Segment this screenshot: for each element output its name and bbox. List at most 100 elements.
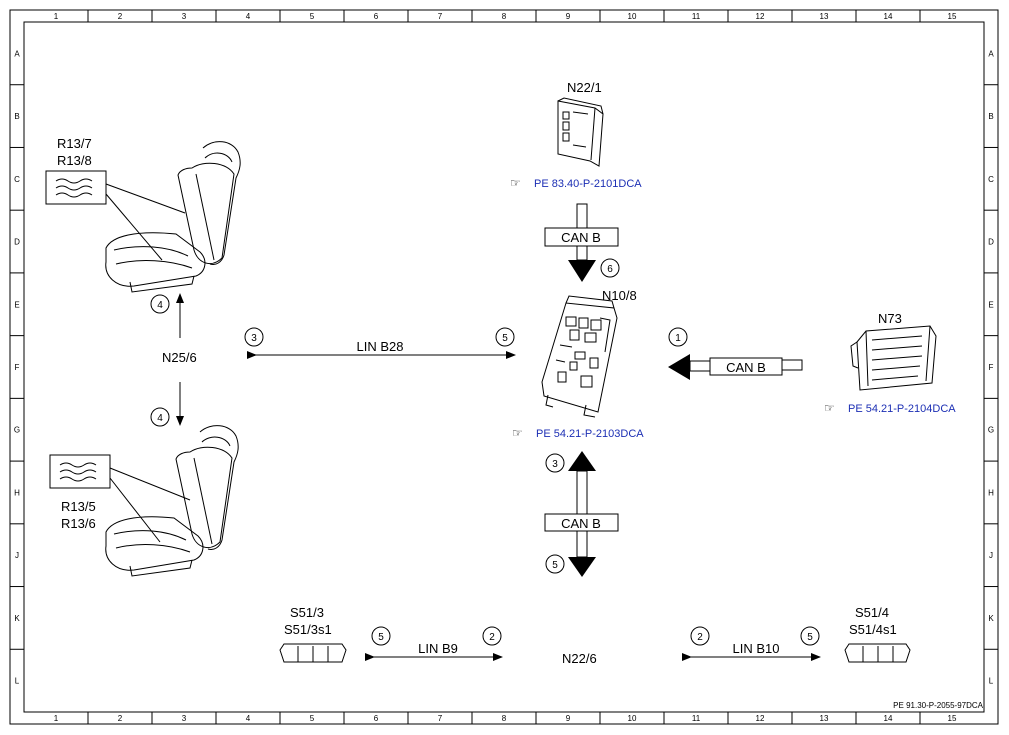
marker-5-b9 (371, 626, 391, 646)
leader-r13-8 (105, 193, 163, 261)
n10-8-module-icon (541, 295, 618, 418)
grid-row-label: H (14, 488, 20, 497)
marker-6-text: 6 (607, 264, 613, 275)
grid-column-labels: 1122334455667788991010111112121313141415… (54, 12, 957, 723)
grid-column-label: 15 (948, 12, 957, 21)
n73-module-icon (850, 325, 937, 391)
grid-column-label: 4 (246, 12, 251, 21)
can-b-top-label: CAN B (561, 230, 601, 245)
lin-b28-label: LIN B28 (357, 339, 404, 354)
grid-column-label: 13 (820, 714, 829, 723)
drawing-inner-frame (23, 21, 985, 713)
grid-column-label: 9 (566, 12, 571, 21)
can-b-bottom-box (544, 513, 619, 532)
n22-1-module-icon (557, 97, 604, 167)
grid-column-label: 10 (628, 714, 637, 723)
leader-r13-6 (109, 477, 161, 543)
grid-column-label: 14 (884, 12, 893, 21)
ref-link-n22-1[interactable]: ☞ PE 83.40-P-2101DCA (510, 176, 642, 190)
lin-b10-label: LIN B10 (733, 641, 780, 656)
ref-link-n10-8[interactable]: ☞ PE 54.21-P-2103DCA (512, 426, 644, 440)
grid-row-label: F (989, 363, 994, 372)
grid-row-label: D (988, 238, 994, 247)
grid-column-label: 3 (182, 714, 187, 723)
n22-1-label: N22/1 (567, 80, 602, 95)
can-b-right-box (709, 357, 783, 376)
r13-6-label: R13/6 (61, 516, 96, 531)
front-seat-upper-icon (105, 141, 241, 293)
grid-column-label: 6 (374, 714, 379, 723)
grid-row-label: K (14, 614, 20, 623)
can-b-right-label: CAN B (726, 360, 766, 375)
marker-4-down-text: 4 (157, 413, 163, 424)
grid-column-label: 6 (374, 12, 379, 21)
grid-column-label: 12 (756, 12, 765, 21)
hand-pointer-icon: ☞ (510, 176, 521, 190)
heater-mat-upper (45, 170, 107, 205)
marker-5-b10 (800, 626, 820, 646)
leader-r13-5 (109, 467, 191, 501)
grid-column-label: 14 (884, 714, 893, 723)
drawing-frame (9, 9, 999, 725)
document-code: PE 91.30-P-2055-97DCA (893, 701, 983, 710)
grid-column-label: 9 (566, 714, 571, 723)
n22-6-label: N22/6 (562, 651, 597, 666)
grid-column-label: 5 (310, 12, 315, 21)
grid-column-label: 7 (438, 714, 443, 723)
front-seat-lower-icon (105, 425, 239, 577)
grid-row-label: D (14, 238, 20, 247)
grid-column-label: 15 (948, 714, 957, 723)
ref-n10-8[interactable]: PE 54.21-P-2103DCA (536, 428, 644, 440)
s51-3s1-label: S51/3s1 (284, 622, 332, 637)
grid-column-label: 11 (692, 714, 701, 723)
switch-s51-3-icon (279, 643, 347, 663)
marker-5-can-text: 5 (552, 560, 558, 571)
marker-4-up-text: 4 (157, 300, 163, 311)
marker-5-b10-text: 5 (807, 632, 813, 643)
can-b-bottom-label: CAN B (561, 516, 601, 531)
grid-row-label: C (14, 175, 20, 184)
grid-column-label: 7 (438, 12, 443, 21)
ref-link-n73[interactable]: ☞ PE 54.21-P-2104DCA (824, 401, 956, 415)
marker-2-b9-text: 2 (489, 632, 495, 643)
grid-column-label: 2 (118, 714, 123, 723)
s51-4s1-label: S51/4s1 (849, 622, 897, 637)
r13-5-label: R13/5 (61, 499, 96, 514)
hand-pointer-icon: ☞ (824, 401, 835, 415)
marker-5-lin (495, 327, 515, 347)
marker-4-down (150, 407, 170, 427)
hand-pointer-icon: ☞ (512, 426, 523, 440)
grid-column-label: 2 (118, 12, 123, 21)
grid-column-label: 3 (182, 12, 187, 21)
grid-column-label: 8 (502, 714, 507, 723)
r13-8-label: R13/8 (57, 153, 92, 168)
marker-5-lin-text: 5 (502, 333, 508, 344)
marker-5-b9-text: 5 (378, 632, 384, 643)
grid-row-label: B (988, 112, 993, 121)
grid-row-label: G (14, 426, 20, 435)
n10-8-label: N10/8 (602, 288, 637, 303)
grid-row-label: A (988, 49, 994, 58)
s51-4-label: S51/4 (855, 605, 889, 620)
grid-row-label: G (988, 426, 994, 435)
grid-ticks (10, 10, 998, 724)
grid-row-label: L (15, 677, 20, 686)
ref-n22-1[interactable]: PE 83.40-P-2101DCA (534, 178, 642, 190)
grid-column-label: 1 (54, 12, 59, 21)
marker-2-b9 (482, 626, 502, 646)
grid-row-label: J (989, 551, 993, 560)
grid-column-label: 1 (54, 714, 59, 723)
ref-n73[interactable]: PE 54.21-P-2104DCA (848, 403, 956, 415)
grid-row-label: L (989, 677, 994, 686)
grid-column-label: 11 (692, 12, 701, 21)
grid-column-label: 12 (756, 714, 765, 723)
marker-6 (600, 258, 620, 278)
marker-3-can (545, 453, 565, 473)
grid-column-label: 10 (628, 12, 637, 21)
grid-row-label: E (14, 300, 19, 309)
leader-r13-7 (105, 183, 186, 214)
n25-6-label: N25/6 (162, 350, 197, 365)
marker-2-b10-text: 2 (697, 632, 703, 643)
